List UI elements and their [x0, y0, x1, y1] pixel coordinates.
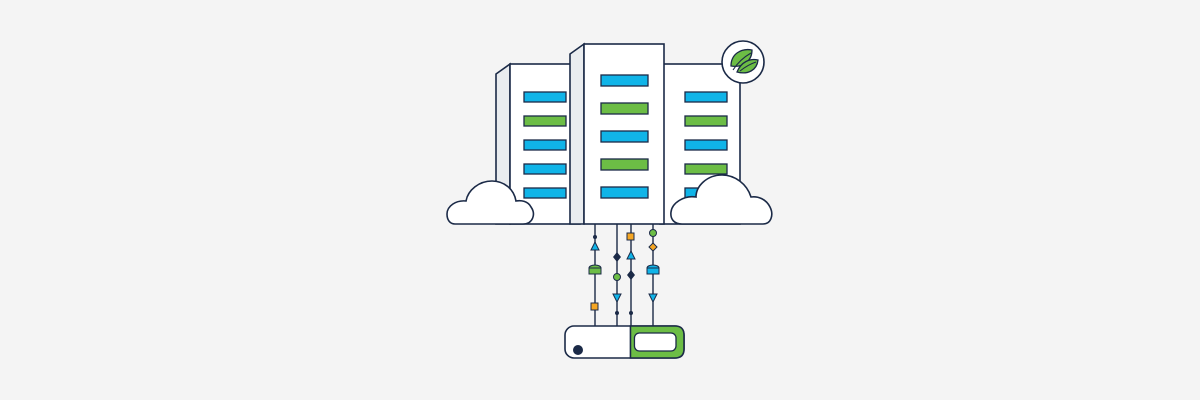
right-tower-panel-4: [684, 163, 728, 175]
left-tower-panel-5: [523, 187, 567, 199]
right-tower-panel-3: [684, 139, 728, 151]
right-tower-panel-2: [684, 115, 728, 127]
left-tower-panel-2: [523, 115, 567, 127]
left-tower-panel-1: [523, 91, 567, 103]
storage-drive-icon: [564, 325, 685, 359]
left-tower-panels: [523, 91, 567, 199]
center-tower-panel-1: [600, 74, 649, 87]
left-tower-panel-4: [523, 163, 567, 175]
right-cloud-icon: [670, 174, 773, 225]
center-tower: [569, 42, 665, 225]
left-tower-panel-3: [523, 139, 567, 151]
center-tower-panels: [600, 74, 649, 199]
center-tower-panel-4: [600, 158, 649, 171]
center-tower-panel-2: [600, 102, 649, 115]
data-streams: [588, 224, 660, 326]
center-tower-side: [569, 42, 585, 225]
left-cloud-icon: [446, 180, 535, 225]
storage-led: [573, 345, 583, 355]
center-tower-panel-5: [600, 186, 649, 199]
right-tower-panel-1: [684, 91, 728, 103]
leaf-icon: [721, 40, 765, 84]
center-tower-panel-3: [600, 130, 649, 143]
storage-slot: [633, 332, 677, 352]
